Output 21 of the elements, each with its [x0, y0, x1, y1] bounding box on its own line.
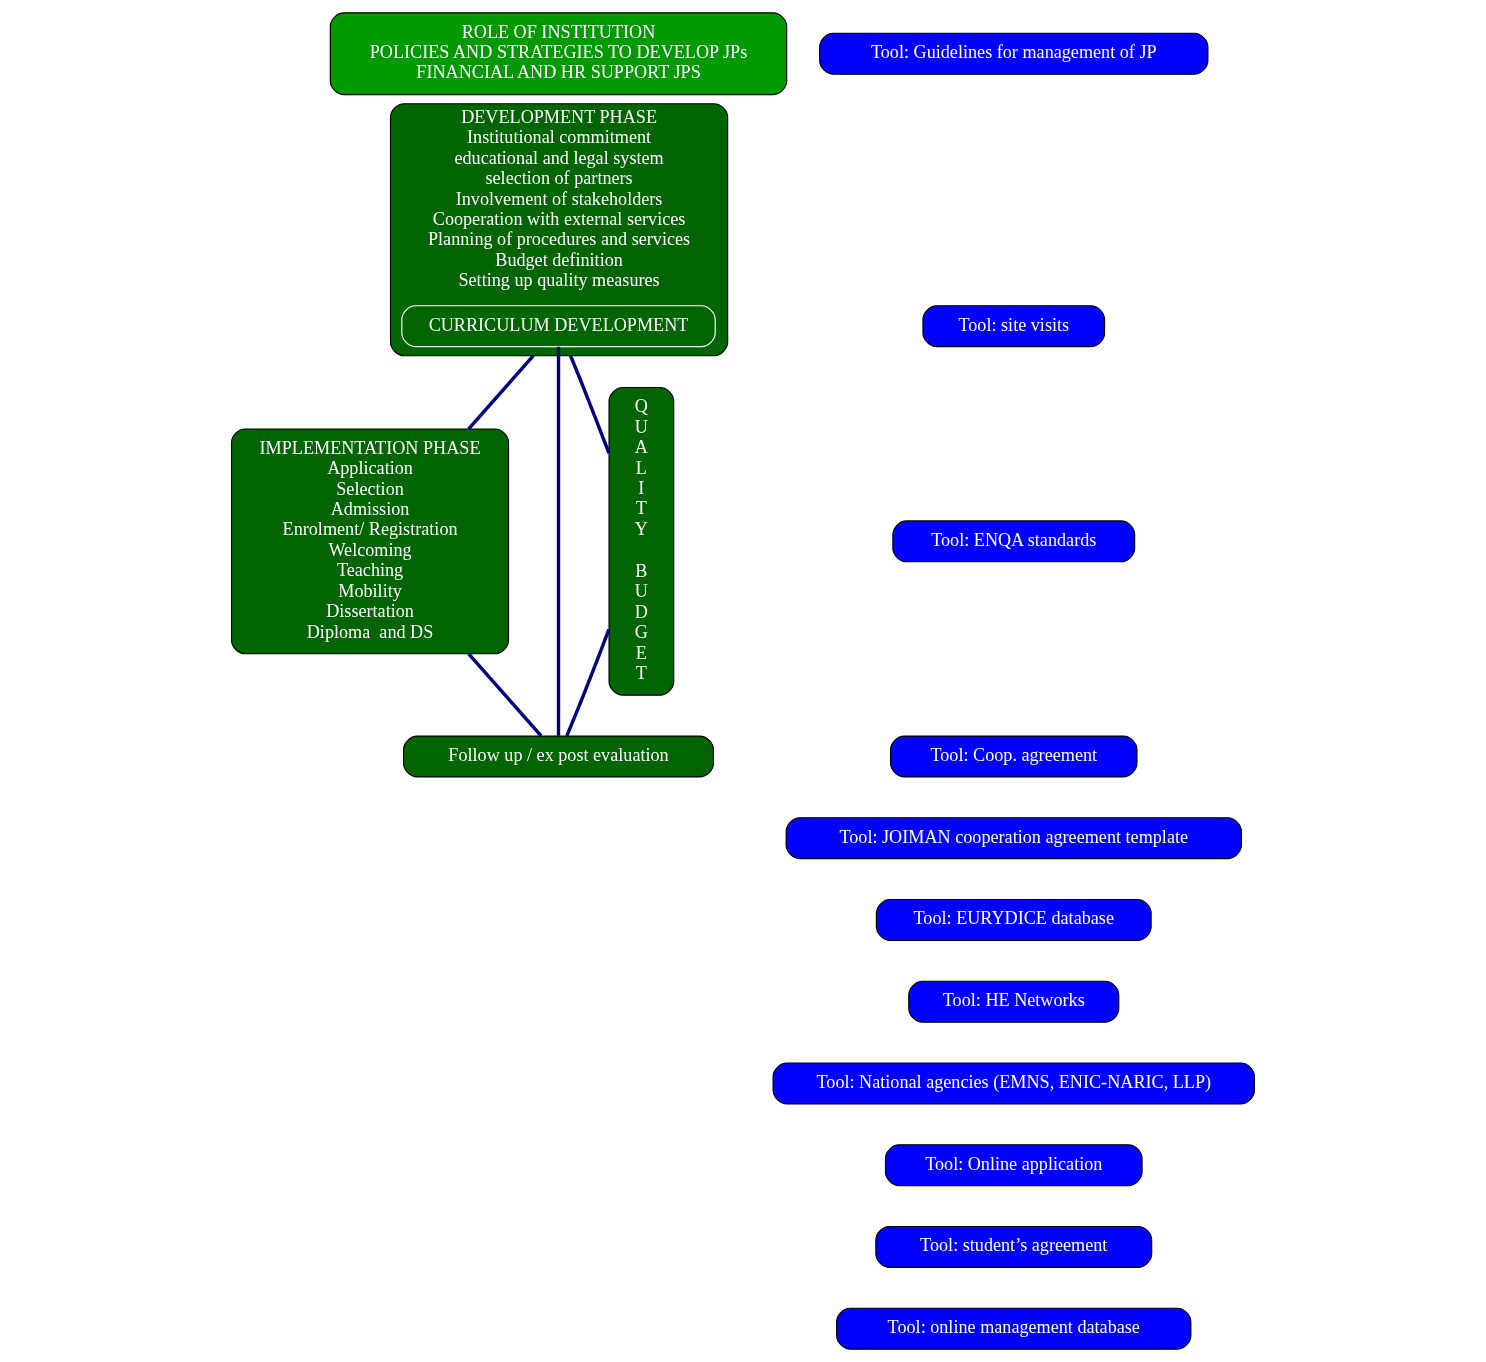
- node-box: IMPLEMENTATION PHASE Application Selection Admission Enrolment/ Registration Welcoming Teaching Mobility Dissertation Diploma and DS: [230, 428, 510, 655]
- node-box: Tool: National agencies (EMNS, ENIC-NARIC, LLP): [772, 1062, 1256, 1105]
- node-box: Tool: Coop. agreement: [890, 735, 1138, 778]
- node-box: Tool: online management database: [836, 1307, 1192, 1350]
- node-box: Tool: EURYDICE database: [875, 898, 1152, 941]
- node-box: ROLE OF INSTITUTION POLICIES AND STRATEGIES TO DEVELOP JPs FINANCIAL AND HR SUPPORT JPS: [329, 12, 788, 96]
- node-box: CURRICULUM DEVELOPMENT: [401, 305, 716, 348]
- node-box: Tool: JOIMAN cooperation agreement template: [785, 817, 1242, 860]
- connector: [467, 354, 535, 430]
- node-box: Tool: Guidelines for management of JP: [819, 32, 1209, 75]
- node-box: QUALITY BUDGET: [608, 386, 675, 696]
- node-box: Follow up / ex post evaluation: [402, 735, 715, 778]
- node-box: Tool: Online application: [884, 1144, 1143, 1187]
- connector: [467, 652, 543, 737]
- node-box: Tool: HE Networks: [908, 980, 1120, 1023]
- node-box: Tool: site visits: [922, 305, 1106, 348]
- connector: [556, 346, 561, 736]
- node-box: Tool: ENQA standards: [892, 520, 1136, 563]
- node-box: Tool: student’s agreement: [875, 1225, 1153, 1268]
- connector: [565, 628, 611, 737]
- connector: [568, 355, 611, 454]
